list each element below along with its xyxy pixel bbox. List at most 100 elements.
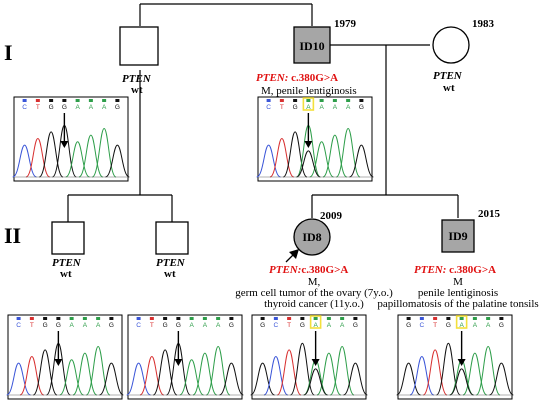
id8-id-label: ID8 xyxy=(302,230,321,244)
father-status-label: wt xyxy=(131,84,143,96)
base-letter: A xyxy=(340,322,345,329)
trace-peak xyxy=(152,349,178,396)
base-letter: A xyxy=(333,104,338,111)
base-letter: G xyxy=(229,322,234,329)
base-marker xyxy=(176,317,181,320)
trace-peak xyxy=(250,362,275,396)
base-marker xyxy=(136,317,141,320)
base-marker xyxy=(313,317,318,320)
base-marker xyxy=(75,99,80,102)
trace-peak xyxy=(72,352,98,396)
generation-label-1: I xyxy=(4,40,13,65)
base-marker xyxy=(266,99,271,102)
base-marker xyxy=(16,317,21,320)
id9-pheno-2: penile lentiginosis xyxy=(418,287,498,299)
base-letter: G xyxy=(56,322,61,329)
id8-pheno-1: M, xyxy=(308,276,321,288)
base-letter: C xyxy=(420,322,425,329)
base-letter: A xyxy=(319,104,324,111)
trace-peak xyxy=(343,362,368,396)
id9-variant-gene: PTEN: xyxy=(414,264,446,276)
id8-pheno-3: thyroid cancer (11y.o.) xyxy=(264,298,364,310)
base-marker xyxy=(229,317,234,320)
trace-peak xyxy=(396,362,421,396)
base-marker xyxy=(56,317,61,320)
trace-peak xyxy=(179,359,204,396)
base-marker xyxy=(340,317,345,320)
base-letter: A xyxy=(96,322,101,329)
base-marker xyxy=(62,99,67,102)
base-letter: A xyxy=(459,322,464,329)
trace-peak xyxy=(422,349,448,396)
base-letter: A xyxy=(102,104,107,111)
base-letter: C xyxy=(16,322,21,329)
base-letter: G xyxy=(109,322,114,329)
base-letter: T xyxy=(287,322,291,329)
base-letter: T xyxy=(150,322,154,329)
base-marker xyxy=(35,99,40,102)
id10-year: 1979 xyxy=(334,18,357,30)
base-letter: A xyxy=(89,104,94,111)
trace-peak xyxy=(126,362,151,396)
secondary-peak xyxy=(303,368,328,396)
trace-peak xyxy=(309,141,334,178)
trace-peak xyxy=(78,134,104,178)
base-letter: A xyxy=(327,322,332,329)
base-letter: A xyxy=(69,322,74,329)
base-letter: A xyxy=(486,322,491,329)
proband-arrow-head xyxy=(289,249,299,259)
base-marker xyxy=(163,317,168,320)
base-letter: A xyxy=(203,322,208,329)
trace-peak xyxy=(59,359,84,396)
id9-id-label: ID9 xyxy=(448,229,467,243)
secondary-peak xyxy=(449,368,474,396)
base-marker xyxy=(96,317,101,320)
base-marker xyxy=(216,317,221,320)
base-marker xyxy=(499,317,504,320)
base-marker xyxy=(279,99,284,102)
id8-variant-gene: PTEN: xyxy=(269,264,301,276)
position-arrow-head xyxy=(311,359,320,366)
position-arrow-head xyxy=(60,141,69,148)
base-letter: A xyxy=(216,322,221,329)
position-arrow-head xyxy=(54,359,63,366)
base-marker xyxy=(446,317,451,320)
mother-symbol xyxy=(432,26,470,64)
trace-peak xyxy=(256,144,281,178)
base-marker xyxy=(486,317,491,320)
secondary-peak xyxy=(296,150,321,178)
chromatogram-frame xyxy=(251,314,367,400)
trace-peak xyxy=(12,144,37,178)
base-letter: A xyxy=(346,104,351,111)
pedigree-lines xyxy=(67,3,459,222)
base-marker xyxy=(293,99,298,102)
base-marker xyxy=(359,99,364,102)
base-letter: G xyxy=(300,322,305,329)
base-marker xyxy=(115,99,120,102)
base-marker xyxy=(109,317,114,320)
base-letter: T xyxy=(36,104,40,111)
father-symbol xyxy=(119,26,159,66)
base-marker xyxy=(459,317,464,320)
base-marker xyxy=(69,317,74,320)
trace-peak xyxy=(65,141,90,178)
trace-peak xyxy=(6,362,31,396)
trace-peak xyxy=(219,362,244,396)
base-marker xyxy=(82,317,87,320)
base-marker xyxy=(332,99,337,102)
position-arrow-head xyxy=(304,141,313,148)
id9-pheno-1: M xyxy=(453,276,463,288)
id10-phenotype: M, penile lentiginosis xyxy=(261,85,357,97)
base-letter: A xyxy=(313,322,318,329)
base-letter: G xyxy=(293,104,298,111)
base-marker xyxy=(319,99,324,102)
base-marker xyxy=(273,317,278,320)
trace-peak xyxy=(99,362,124,396)
base-letter: A xyxy=(83,322,88,329)
base-letter: A xyxy=(189,322,194,329)
base-marker xyxy=(287,317,292,320)
base-letter: G xyxy=(176,322,181,329)
id8-year: 2009 xyxy=(320,210,343,222)
